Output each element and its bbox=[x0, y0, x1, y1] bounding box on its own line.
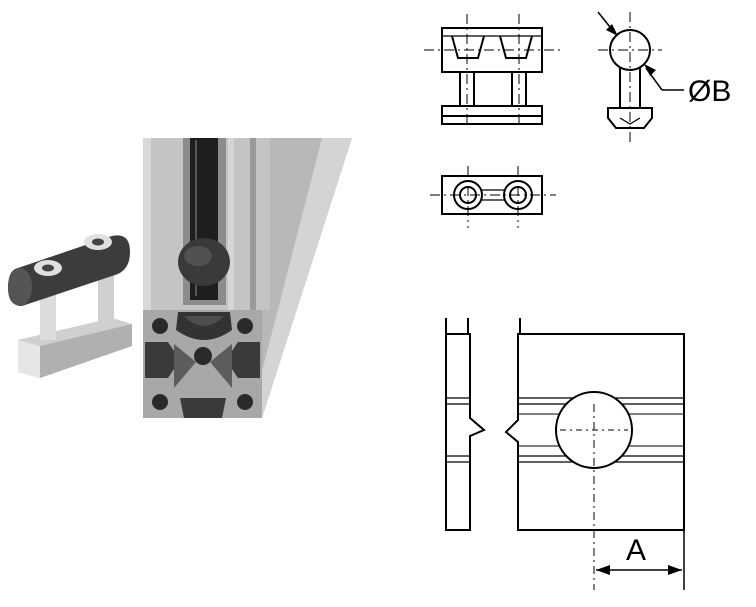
side-view-drawing bbox=[597, 11, 684, 146]
width-dimension-label: A bbox=[626, 534, 646, 567]
aluminium-profile bbox=[143, 138, 352, 418]
diameter-label: ØB bbox=[688, 75, 731, 108]
product-photo bbox=[0, 138, 352, 428]
mounting-view-drawing bbox=[445, 318, 685, 590]
connector-part-photo bbox=[8, 234, 132, 378]
top-view-drawing bbox=[430, 166, 556, 228]
front-view-drawing bbox=[424, 14, 560, 128]
